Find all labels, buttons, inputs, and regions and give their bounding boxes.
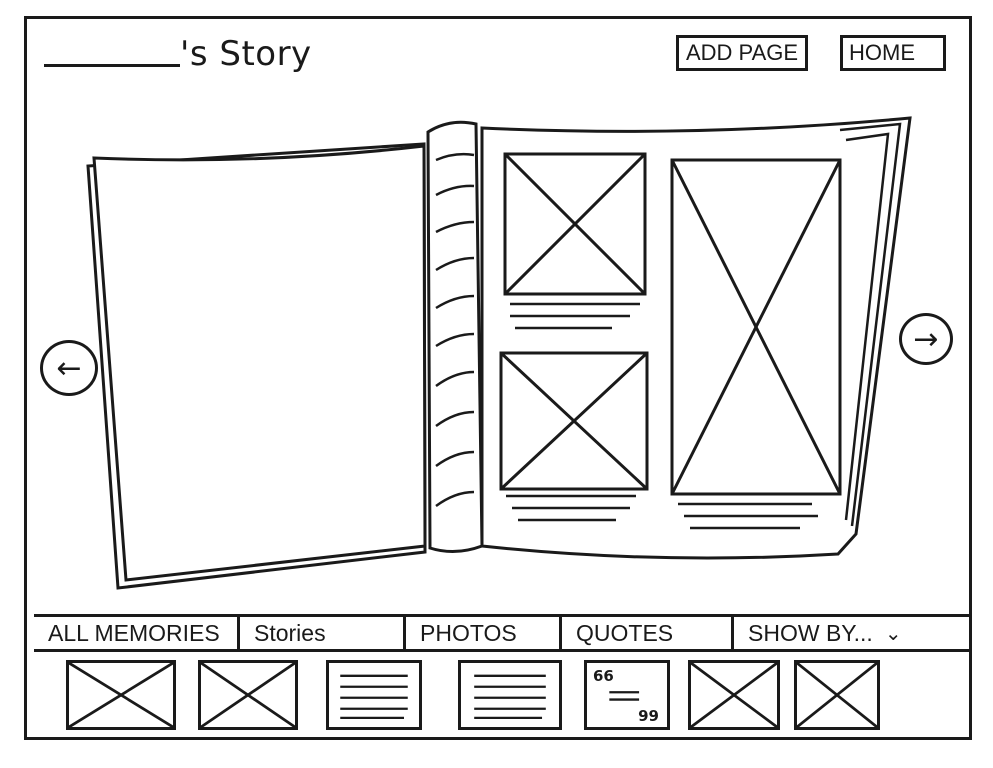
close-quote-mark: 99 [638, 707, 659, 725]
app-frame [24, 16, 972, 740]
tab-label: PHOTOS [420, 619, 517, 646]
thumbnail-story[interactable] [458, 660, 562, 730]
show-by-label: SHOW BY... [748, 619, 873, 646]
chevron-down-icon: ⌄ [884, 622, 902, 645]
home-button[interactable]: HOME [840, 35, 946, 71]
prev-page-button[interactable]: ← [40, 340, 98, 396]
name-blank-line [44, 64, 180, 67]
tab-label: QUOTES [576, 619, 674, 646]
tab-label: ALL MEMORIES [48, 619, 220, 646]
tab-label: Stories [254, 619, 326, 646]
thumbnail-quote[interactable]: 66 99 [584, 660, 670, 730]
arrow-right-icon: → [913, 321, 939, 357]
thumbnail-photo[interactable] [794, 660, 880, 730]
thumbnail-photo[interactable] [688, 660, 780, 730]
thumbnail-photo[interactable] [66, 660, 176, 730]
next-page-button[interactable]: → [899, 313, 953, 365]
tab-stories[interactable]: Stories [240, 617, 406, 649]
open-quote-mark: 66 [593, 667, 614, 685]
caption-lines [506, 302, 818, 530]
tab-quotes[interactable]: QUOTES [562, 617, 734, 649]
arrow-left-icon: ← [56, 350, 82, 386]
thumbnail-photo[interactable] [198, 660, 298, 730]
add-page-button[interactable]: ADD PAGE [676, 35, 808, 71]
tab-all-memories[interactable]: ALL MEMORIES [34, 617, 240, 649]
spine-lines [435, 152, 475, 508]
page-title: 's Story [180, 34, 312, 74]
tab-photos[interactable]: PHOTOS [406, 617, 562, 649]
thumbnail-story[interactable] [326, 660, 422, 730]
show-by-dropdown[interactable]: SHOW BY... ⌄ [734, 617, 966, 649]
left-page [92, 144, 427, 582]
filter-tab-bar: ALL MEMORIES Stories PHOTOS QUOTES SHOW … [34, 614, 972, 652]
